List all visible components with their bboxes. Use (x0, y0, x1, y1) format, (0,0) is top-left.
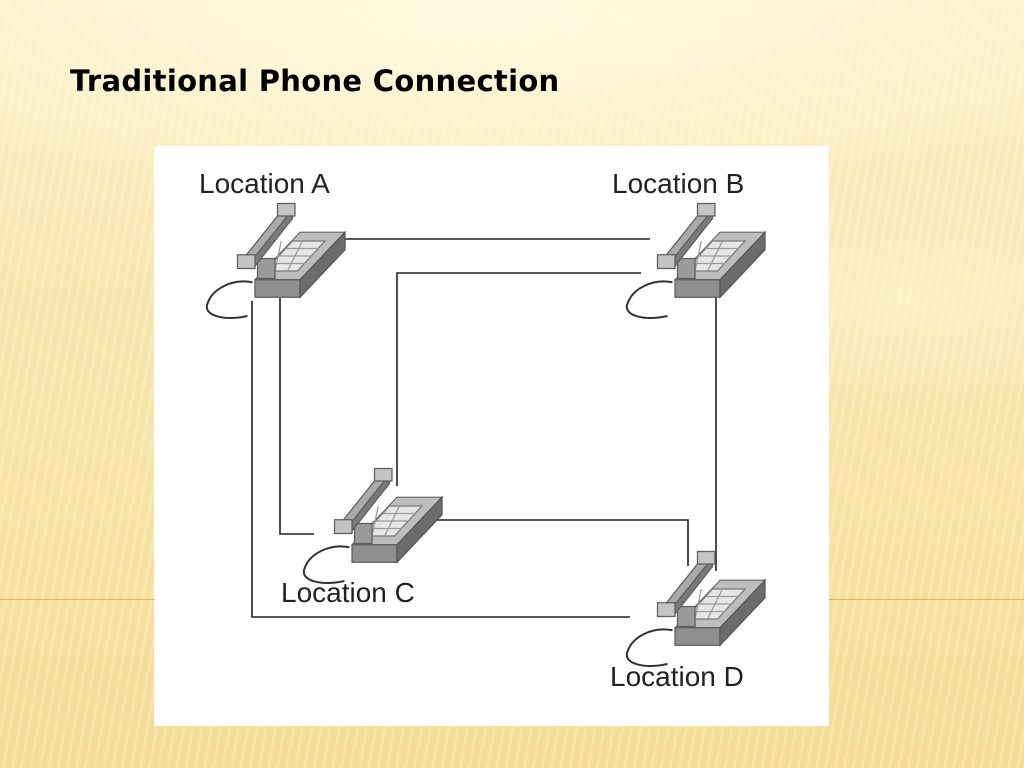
wire-a-c (279, 286, 314, 535)
location-d-label: Location D (610, 661, 744, 692)
diagram-canvas (205, 202, 766, 667)
desk-telephone-icon-location-d (625, 550, 766, 667)
wire-b-c (396, 272, 641, 486)
location-a-label: Location A (199, 168, 330, 199)
desk-telephone-icon-location-a (205, 202, 346, 319)
slide-title: Traditional Phone Connection (70, 64, 560, 98)
desk-telephone-icon-location-c (302, 467, 443, 584)
desk-telephone-icon-location-b (625, 202, 766, 319)
connection-lines (251, 238, 717, 618)
location-b-label: Location B (612, 168, 745, 199)
phone-network-diagram: Location A Location B Location C Locatio… (154, 146, 829, 726)
wire-c-d (424, 519, 689, 566)
location-c-label: Location C (281, 577, 415, 608)
wire-a-d (251, 301, 630, 618)
